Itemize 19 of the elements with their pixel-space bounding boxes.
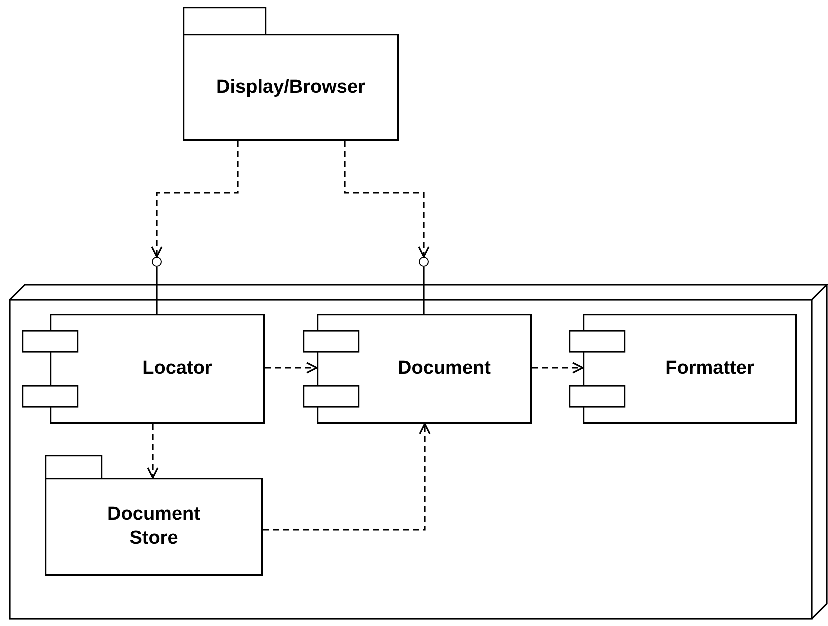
connector-line (156, 267, 158, 314)
interface-circle (152, 257, 162, 267)
component-box (569, 314, 797, 424)
dependency-arrow (147, 424, 159, 479)
dependency-arrow (265, 362, 318, 374)
node-label: Document (398, 357, 491, 381)
node-label: Display/Browser (216, 76, 366, 100)
connector-line (423, 267, 425, 314)
dependency-arrow (532, 362, 584, 374)
node-label: Formatter (666, 357, 754, 381)
dependency-arrow (151, 141, 239, 258)
node-label: Locator (142, 357, 212, 381)
deployment-node (10, 285, 828, 620)
interface-circle (419, 257, 429, 267)
node-label: Document Store (106, 503, 202, 551)
component-box (22, 314, 265, 424)
dependency-arrow (344, 141, 430, 258)
component-box (303, 314, 532, 424)
dependency-arrow (263, 423, 431, 531)
